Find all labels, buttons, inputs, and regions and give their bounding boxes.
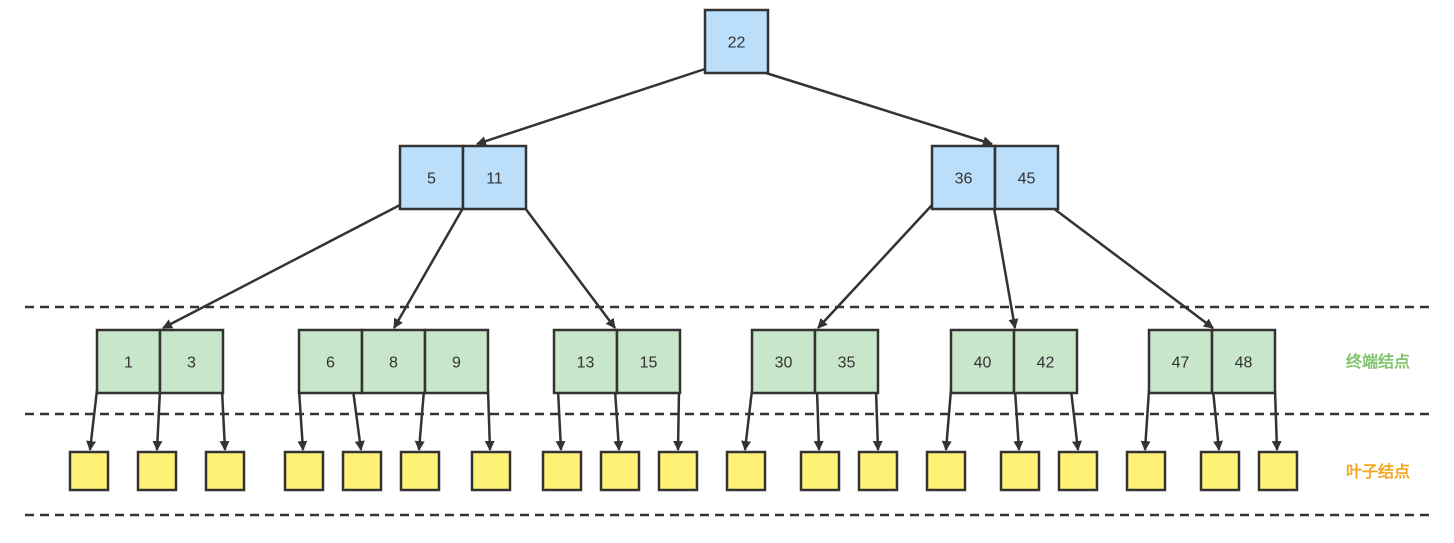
- edge-arrow: [476, 67, 706, 146]
- leaf-node: [1057, 450, 1099, 492]
- key-label: 30: [775, 355, 793, 372]
- edge-arrow: [1052, 207, 1214, 329]
- edge-arrow: [86, 389, 99, 451]
- key-cell: [158, 328, 225, 395]
- edge-arrow: [941, 389, 953, 451]
- key-label: 8: [389, 355, 398, 372]
- leaf-node: [999, 450, 1041, 492]
- leaf-node: [204, 450, 246, 492]
- edge-arrow: [351, 389, 365, 451]
- edge-arrow: [813, 389, 824, 451]
- leaf-node: [657, 450, 699, 492]
- key-cell: [993, 144, 1060, 211]
- key-cell: [552, 328, 619, 395]
- leaf-node: [399, 450, 441, 492]
- key-label: 9: [452, 355, 461, 372]
- edges: [86, 67, 1282, 451]
- key-label: 22: [728, 35, 746, 52]
- leaf-node: [599, 450, 641, 492]
- edge-arrow: [414, 389, 426, 451]
- edge-arrow: [872, 389, 883, 451]
- leaf-node: [283, 450, 325, 492]
- key-label: 15: [640, 355, 658, 372]
- edge-arrow: [152, 389, 163, 451]
- key-cell: [423, 328, 490, 395]
- key-cell: [360, 328, 427, 395]
- leaf-node: [1257, 450, 1299, 492]
- leaf-node: [136, 450, 178, 492]
- key-label: 40: [974, 355, 992, 372]
- root-node: 22: [703, 8, 770, 75]
- terminal-node: 47 48: [1147, 328, 1277, 395]
- leaf-node: [799, 450, 841, 492]
- edge-arrow: [673, 389, 684, 451]
- key-label: 6: [326, 355, 335, 372]
- edge-arrow: [1271, 389, 1282, 451]
- key-label: 13: [577, 355, 595, 372]
- edge-arrow: [741, 389, 754, 451]
- edge-arrow: [992, 207, 1019, 329]
- terminal-node: 40 42: [949, 328, 1079, 395]
- edge-arrow: [484, 389, 495, 451]
- terminal-node-label: 终端结点: [1346, 352, 1410, 371]
- key-label: 36: [955, 171, 973, 188]
- leaf-nodes: [68, 450, 1299, 492]
- edge-arrow: [1013, 389, 1024, 451]
- leaf-node: [925, 450, 967, 492]
- key-cell: [949, 328, 1016, 395]
- key-label: 11: [486, 171, 503, 188]
- leaf-node: [857, 450, 899, 492]
- terminal-node: 30 35: [750, 328, 880, 395]
- key-cell: [615, 328, 682, 395]
- edge-arrow: [524, 207, 616, 329]
- leaf-node: [470, 450, 512, 492]
- leaf-node: [1199, 450, 1241, 492]
- leaf-node-label: 叶子结点: [1346, 462, 1410, 481]
- terminal-node: 6 8 9: [297, 328, 490, 395]
- leaf-node: [541, 450, 583, 492]
- key-label: 47: [1172, 355, 1190, 372]
- key-label: 5: [427, 171, 436, 188]
- edge-arrow: [555, 389, 566, 451]
- edge-arrow: [219, 389, 230, 451]
- key-label: 45: [1018, 171, 1036, 188]
- key-cell: [813, 328, 880, 395]
- edge-arrow: [1140, 389, 1151, 451]
- edge-arrow: [1069, 389, 1082, 451]
- key-cell: [1147, 328, 1214, 395]
- edge-arrow: [1211, 389, 1224, 451]
- edge-arrow: [162, 203, 401, 330]
- key-label: 42: [1037, 355, 1055, 372]
- edge-arrow: [817, 204, 933, 329]
- internal-node: 36 45: [930, 144, 1060, 211]
- key-label: 1: [124, 355, 133, 372]
- key-label: 48: [1235, 355, 1253, 372]
- key-cell: [703, 8, 770, 75]
- edge-arrow: [613, 389, 624, 451]
- leaf-node: [341, 450, 383, 492]
- key-label: 3: [187, 355, 196, 372]
- edge-arrow: [392, 207, 465, 329]
- terminal-node: 13 15: [552, 328, 682, 395]
- leaf-node: [1125, 450, 1167, 492]
- key-cell: [398, 144, 465, 211]
- internal-node: 5 11: [398, 144, 528, 211]
- edge-arrow: [297, 389, 308, 451]
- key-cell: [1012, 328, 1079, 395]
- edge-arrow: [765, 71, 993, 147]
- key-label: 35: [838, 355, 856, 372]
- key-cell: [461, 144, 528, 211]
- leaf-node: [725, 450, 767, 492]
- leaf-node: [68, 450, 110, 492]
- key-cell: [1210, 328, 1277, 395]
